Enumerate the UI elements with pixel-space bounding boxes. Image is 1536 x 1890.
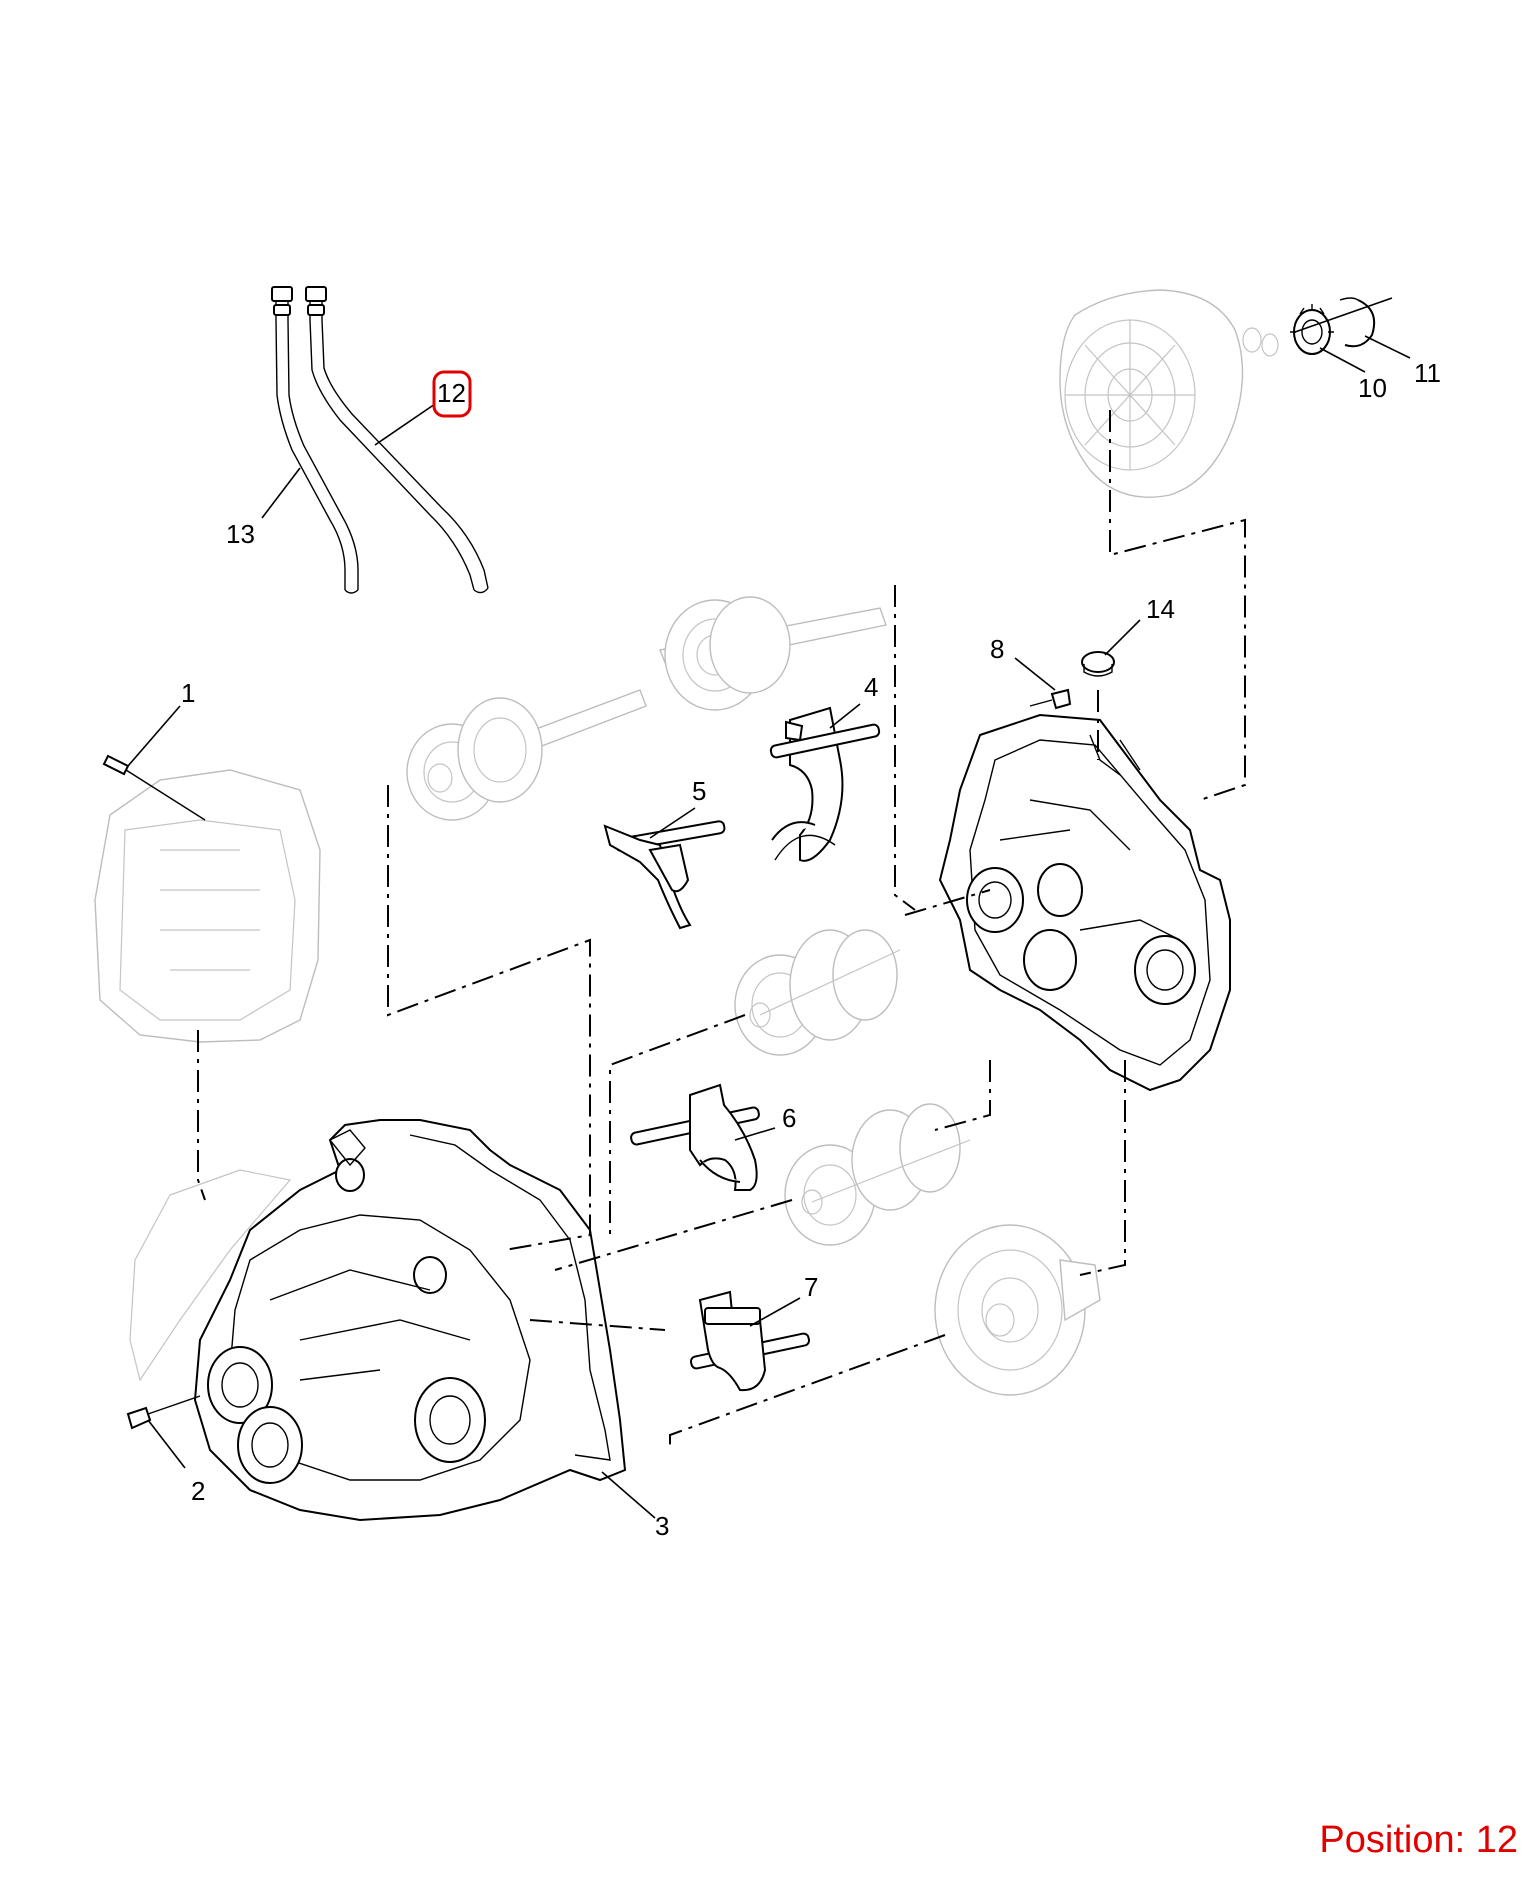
callout-6[interactable]: 6 — [782, 1103, 796, 1133]
part-6-shift-fork — [630, 1083, 760, 1191]
callout-5[interactable]: 5 — [692, 776, 706, 806]
input-shaft-upper — [659, 596, 887, 711]
gasket-ghost — [129, 1169, 292, 1382]
callout-13[interactable]: 13 — [226, 519, 255, 549]
part-4-shift-fork — [769, 706, 881, 862]
part-14-cap — [1081, 651, 1115, 677]
clutch-assembly — [1059, 289, 1279, 498]
callout-1[interactable]: 1 — [181, 678, 195, 708]
callout-14[interactable]: 14 — [1146, 594, 1175, 624]
callout-3[interactable]: 3 — [655, 1511, 669, 1541]
part-3-transmission-case — [193, 1119, 627, 1522]
leader-lines — [127, 335, 1411, 1519]
differential — [934, 1224, 1101, 1396]
part-10-nut — [1290, 304, 1334, 355]
callout-4[interactable]: 4 — [864, 672, 878, 702]
side-cover-ghost — [94, 769, 321, 1043]
callout-7[interactable]: 7 — [804, 1272, 818, 1302]
part-8-bolt — [1029, 688, 1072, 710]
tube-12 — [305, 286, 489, 594]
callout-12-highlight[interactable]: 12 — [432, 370, 472, 418]
part-7-shift-fork — [689, 1290, 811, 1392]
input-shaft-lower — [406, 689, 647, 821]
clutch-housing — [938, 713, 1231, 1092]
part-2-bolt — [126, 1395, 201, 1430]
callout-2[interactable]: 2 — [191, 1476, 205, 1506]
countershaft-upper — [734, 929, 901, 1056]
part-1-bolt — [102, 754, 206, 821]
highlight-box — [432, 370, 472, 418]
callout-8[interactable]: 8 — [990, 634, 1004, 664]
countershaft-lower — [784, 1103, 971, 1246]
part-5-shift-fork — [603, 820, 726, 930]
position-label: Position: 12 — [1319, 1819, 1518, 1861]
callout-10[interactable]: 10 — [1358, 373, 1387, 403]
callout-12[interactable]: 12 — [437, 378, 466, 408]
assembly-lines — [197, 410, 1246, 1445]
callout-11[interactable]: 11 — [1414, 358, 1441, 388]
tube-13 — [271, 286, 359, 594]
